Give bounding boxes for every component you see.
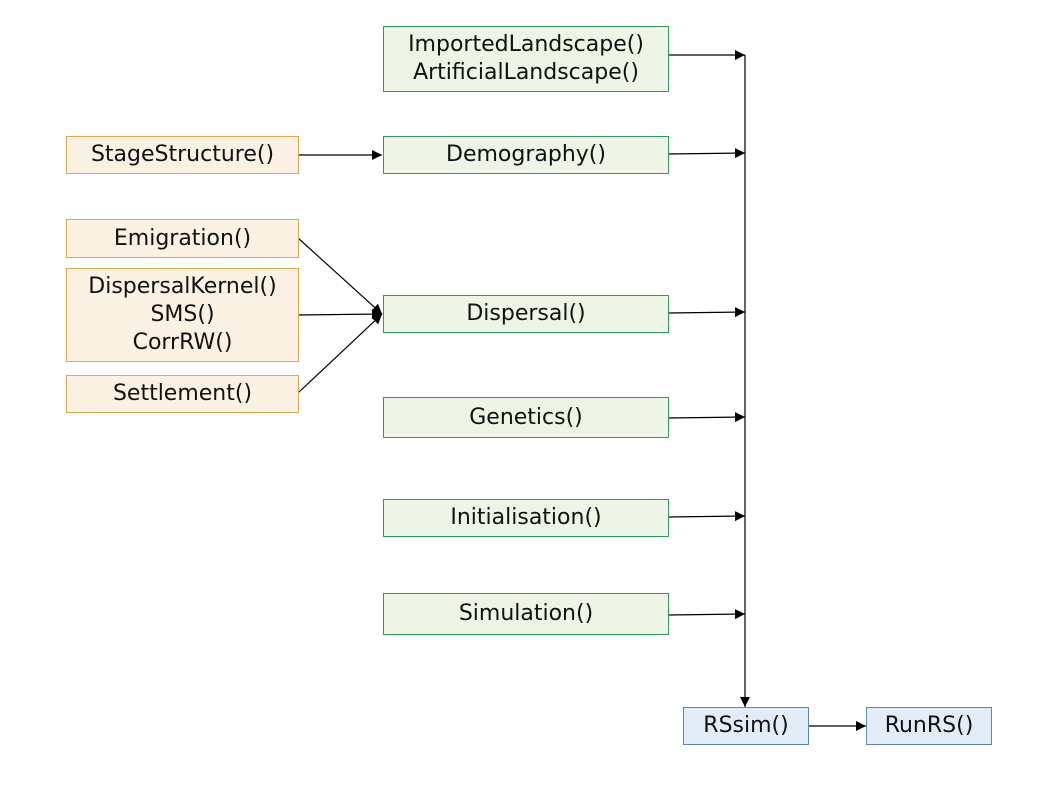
node-initialisation: Initialisation() bbox=[383, 499, 669, 537]
edge-emigration-dispersal bbox=[297, 237, 383, 315]
node-stage-structure: StageStructure() bbox=[66, 136, 299, 174]
node-dispersal-label: Dispersal() bbox=[466, 301, 586, 326]
node-rssim: RSsim() bbox=[683, 707, 809, 745]
edge-transfer-dispersal bbox=[297, 309, 383, 320]
node-demography-label: Demography() bbox=[446, 142, 606, 167]
edge-genetics-bus bbox=[667, 412, 746, 423]
node-initialisation-label: Initialisation() bbox=[450, 505, 602, 530]
node-stage-structure-label: StageStructure() bbox=[90, 142, 275, 167]
node-settlement-label: Settlement() bbox=[112, 381, 253, 406]
edge-demography-bus bbox=[667, 148, 746, 159]
node-demography: Demography() bbox=[383, 136, 669, 174]
node-transfer-line-2: SMS() bbox=[150, 302, 215, 327]
node-transfer-line-3: CorrRW() bbox=[132, 330, 233, 355]
node-genetics: Genetics() bbox=[383, 397, 669, 438]
node-emigration: Emigration() bbox=[66, 219, 299, 258]
node-dispersal: Dispersal() bbox=[383, 295, 669, 333]
node-emigration-label: Emigration() bbox=[113, 225, 252, 251]
node-transfer-line-1: DispersalKernel() bbox=[88, 274, 277, 299]
node-transfer: DispersalKernel() SMS() CorrRW() bbox=[66, 268, 299, 362]
node-simulation: Simulation() bbox=[383, 593, 669, 635]
node-landscape-line-1: ImportedLandscape() bbox=[408, 32, 644, 57]
node-landscape-line-2: ArtificialLandscape() bbox=[413, 60, 639, 85]
edge-simulation-bus bbox=[667, 609, 746, 620]
node-runrs: RunRS() bbox=[866, 707, 992, 745]
edge-settlement-dispersal bbox=[297, 313, 383, 394]
node-simulation-label: Simulation() bbox=[458, 601, 594, 626]
node-runrs-label: RunRS() bbox=[884, 713, 974, 738]
edge-dispersal-bus bbox=[667, 307, 746, 318]
node-rssim-label: RSsim() bbox=[703, 713, 789, 738]
node-settlement: Settlement() bbox=[66, 375, 299, 413]
node-genetics-label: Genetics() bbox=[469, 404, 583, 430]
node-landscape: ImportedLandscape() ArtificialLandscape(… bbox=[383, 26, 669, 92]
edge-initialisation-bus bbox=[667, 511, 746, 522]
